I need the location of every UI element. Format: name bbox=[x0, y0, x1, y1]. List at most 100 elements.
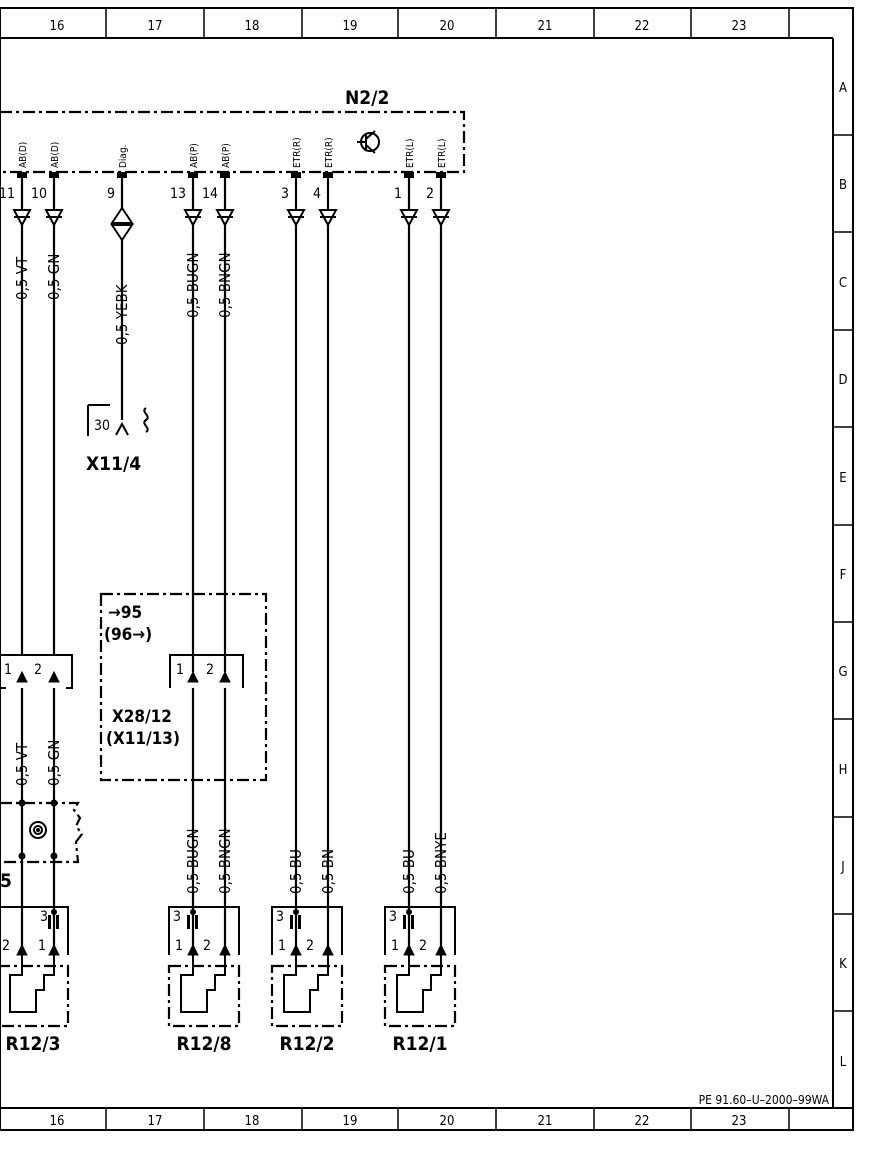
col-18-bottom: 18 bbox=[245, 1114, 260, 1129]
heater-pin: 3 bbox=[389, 909, 397, 925]
row-k: K bbox=[839, 957, 847, 972]
col-20-top: 20 bbox=[440, 19, 455, 34]
heater-element-housing bbox=[167, 964, 241, 1028]
x28-12-housing bbox=[99, 592, 268, 782]
bottom-column-numbers: 16 17 18 19 20 21 22 23 bbox=[50, 1114, 747, 1129]
row-g: G bbox=[838, 665, 847, 680]
n2-2-pins: 11AB(D)10AB(D)9Diag.13AB(P)14AB(P)3ETR(R… bbox=[0, 137, 448, 210]
n2-2-pin-signal: AB(P) bbox=[189, 143, 200, 168]
wire-label-bnye-20: 0,5 BNYE bbox=[432, 832, 450, 894]
sensor-icon bbox=[29, 821, 47, 839]
wire-label-bugn-top: 0,5 BUGN bbox=[184, 253, 202, 318]
n2-2-pin-number: 10 bbox=[31, 186, 47, 202]
wire-label-bn-19: 0,5 BN bbox=[319, 849, 337, 894]
col-19-bottom: 19 bbox=[343, 1114, 358, 1129]
bottom-column-dividers bbox=[105, 1108, 790, 1130]
row-c: C bbox=[839, 276, 847, 291]
left-partial-label: 5 bbox=[0, 870, 12, 892]
x11-4-pin-30: 30 bbox=[94, 418, 110, 434]
n2-2-pin-signal: ETR(L) bbox=[405, 139, 416, 168]
row-e: E bbox=[839, 471, 846, 486]
wire-label-bngn-top: 0,5 BNGN bbox=[216, 252, 234, 318]
heater-pin: 3 bbox=[276, 909, 284, 925]
n2-2-housing bbox=[0, 110, 466, 174]
left-connector-pin-1: 1 bbox=[4, 662, 12, 678]
col-20-bottom: 20 bbox=[440, 1114, 455, 1129]
x11-4-break-icon bbox=[143, 407, 149, 433]
wire-label-bngn-bottom: 0,5 BNGN bbox=[216, 828, 234, 894]
component-n2-2: N2/2 bbox=[0, 87, 466, 174]
heater-pin: 3 bbox=[40, 909, 48, 925]
heating-element-icon bbox=[180, 955, 226, 1013]
wire-label-bu-19: 0,5 BU bbox=[287, 849, 305, 894]
col-19-top: 19 bbox=[343, 19, 358, 34]
heater-label: R12/3 bbox=[5, 1033, 60, 1055]
col-16-top: 16 bbox=[50, 19, 65, 34]
outer-frame bbox=[0, 7, 854, 1131]
n2-2-pin-number: 4 bbox=[313, 186, 321, 202]
n2-2-pin-number: 14 bbox=[202, 186, 218, 202]
n2-2-pin-number: 9 bbox=[107, 186, 115, 202]
heater-pin: 2 bbox=[203, 938, 211, 954]
component-x11-4: 30 X11/4 bbox=[86, 404, 149, 475]
n2-2-pin-number: 2 bbox=[426, 186, 434, 202]
n2-2-pin-13: 13 AB(P) bbox=[170, 143, 200, 210]
n2-2-pin-signal: ETR(L) bbox=[437, 139, 448, 168]
heater-pin: 1 bbox=[278, 938, 286, 954]
heater-label: R12/8 bbox=[176, 1033, 231, 1055]
n2-2-label: N2/2 bbox=[345, 87, 389, 109]
x28-12-ref-from: (96→) bbox=[104, 625, 152, 645]
heater-element-housing bbox=[270, 964, 344, 1028]
wire-label-bu-20: 0,5 BU bbox=[400, 849, 418, 894]
wire-label-bugn-bottom: 0,5 BUGN bbox=[184, 829, 202, 894]
n2-2-pin-14: 14 AB(P) bbox=[202, 143, 232, 210]
heater-pin: 1 bbox=[391, 938, 399, 954]
col-16-bottom: 16 bbox=[50, 1114, 65, 1129]
col-17-bottom: 17 bbox=[148, 1114, 163, 1129]
heater-pin: 2 bbox=[306, 938, 314, 954]
n2-2-pin-signal: ETR(R) bbox=[292, 137, 303, 168]
col-22-bottom: 22 bbox=[635, 1114, 650, 1129]
x28-12-ref-to: →95 bbox=[108, 603, 142, 623]
heating-element-icon bbox=[9, 955, 55, 1013]
heating-element-icon bbox=[283, 955, 329, 1013]
row-j: J bbox=[840, 860, 844, 875]
n2-2-pin-number: 13 bbox=[170, 186, 186, 202]
n2-2-pin-signal: Diag. bbox=[118, 144, 129, 168]
col-21-bottom: 21 bbox=[538, 1114, 553, 1129]
heating-element-icon bbox=[396, 955, 442, 1013]
x28-12-alt-label: (X11/13) bbox=[106, 729, 180, 749]
col-21-top: 21 bbox=[538, 19, 553, 34]
n2-2-pin-signal: AB(P) bbox=[221, 143, 232, 168]
n2-2-pin-number: 1 bbox=[394, 186, 402, 202]
x28-12-label: X28/12 bbox=[112, 707, 172, 727]
left-connector: 1 2 bbox=[0, 654, 73, 689]
wire-label-gn-top: 0,5 GN bbox=[45, 254, 63, 300]
x28-12-pin-2: 2 bbox=[206, 662, 214, 678]
col-22-top: 22 bbox=[635, 19, 650, 34]
component-x28-12: →95 (96→) 1 2 X28/12 (X11/13) bbox=[99, 592, 268, 782]
wire-labels: 0,5 VT 0,5 GN 0,5 YEBK 0,5 BUGN 0,5 BNGN… bbox=[13, 252, 450, 894]
n2-2-pin-9: 9 Diag. bbox=[107, 144, 129, 210]
row-l: L bbox=[840, 1055, 847, 1070]
heater-pin: 2 bbox=[419, 938, 427, 954]
heater-element-housing bbox=[0, 964, 70, 1028]
n2-2-pin-signal: AB(D) bbox=[18, 142, 29, 168]
row-a: A bbox=[839, 81, 847, 96]
x11-4-label: X11/4 bbox=[86, 453, 141, 475]
heater-pin: 2 bbox=[2, 938, 10, 954]
heater-label: R12/2 bbox=[279, 1033, 334, 1055]
heater-element-housing bbox=[383, 964, 457, 1028]
left-partial-component: 5 bbox=[0, 799, 84, 892]
row-f: F bbox=[840, 568, 847, 583]
n2-2-pin-2: 2 ETR(L) bbox=[426, 139, 448, 210]
transistor-icon bbox=[357, 130, 380, 154]
wire-label-vt-top: 0,5 VT bbox=[13, 256, 31, 300]
